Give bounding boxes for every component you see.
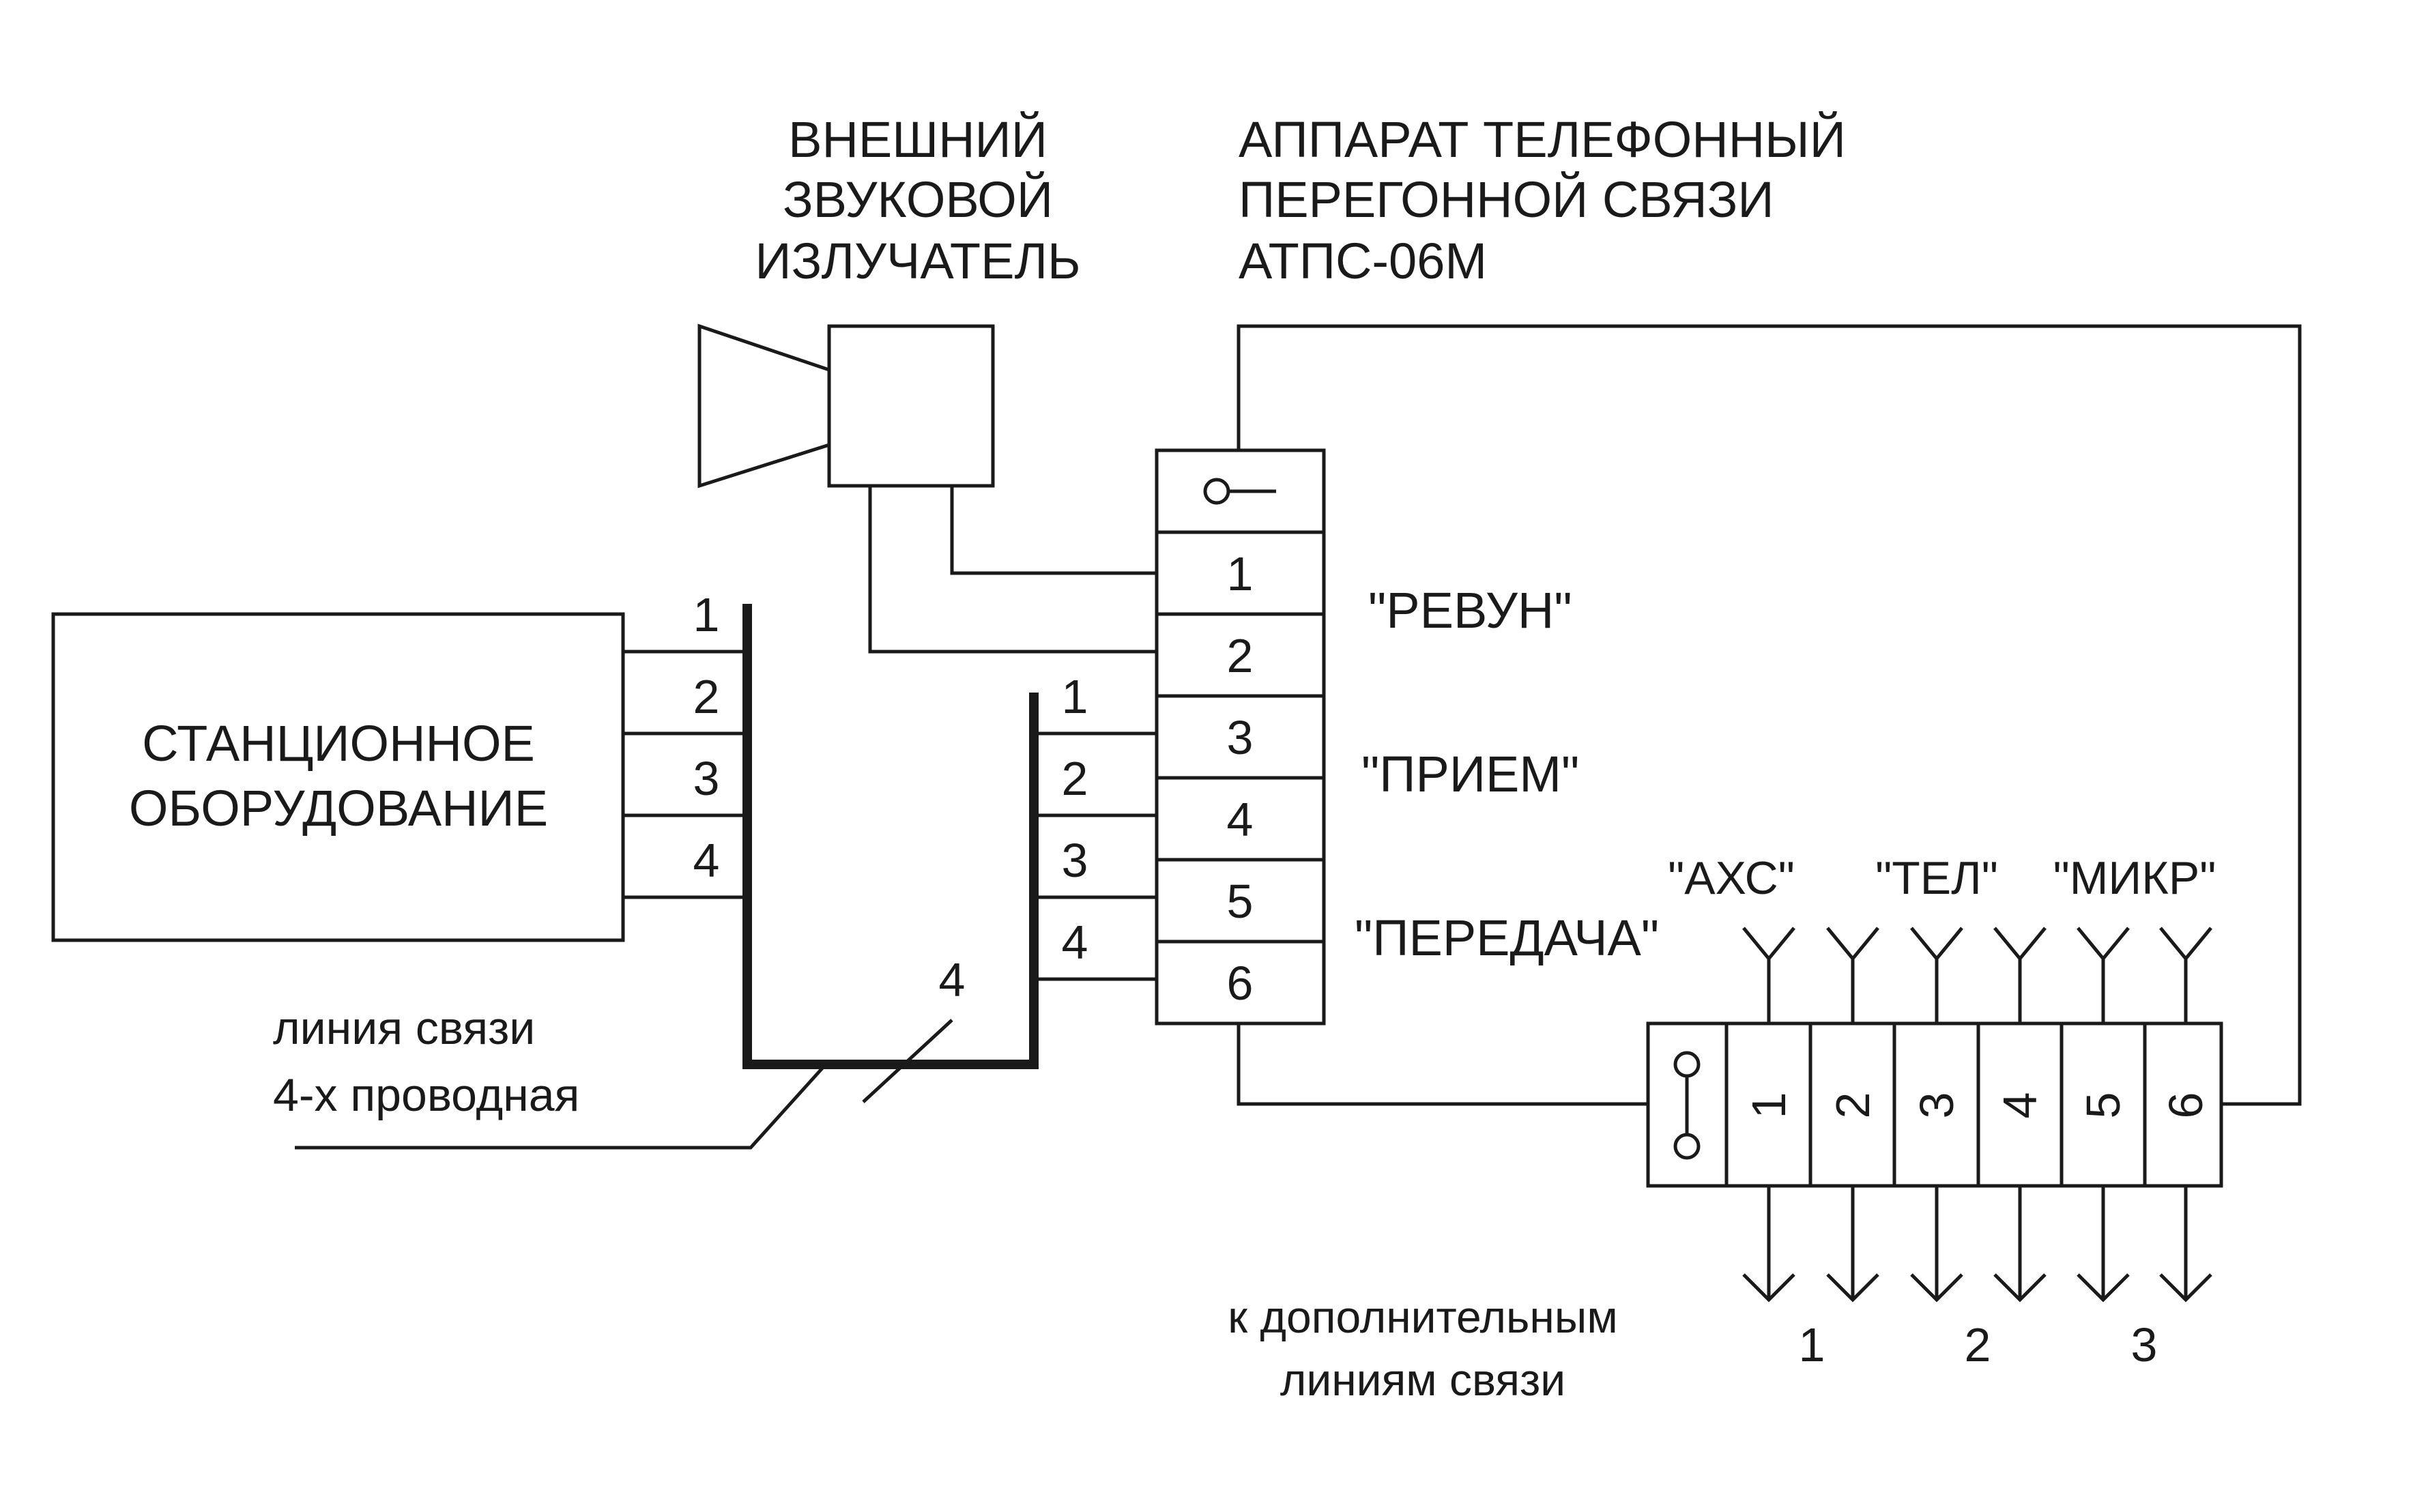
line-caption: линия связи 4-х проводная <box>273 1002 827 1150</box>
cable-bundle: 4 <box>742 604 1039 1103</box>
device-title-line-2: ПЕРЕГОННОЙ СВЯЗИ <box>1239 171 1774 228</box>
line-caption-leader <box>295 1063 827 1150</box>
signal-labels: "РЕВУН" "ПРИЕМ" "ПЕРЕДАЧА" <box>1355 582 1659 966</box>
lower-terminal-number: 4 <box>1993 1092 2047 1119</box>
station-wire-number: 3 <box>693 752 720 805</box>
station-wire-number: 4 <box>693 834 720 887</box>
jack-fork-icon <box>1993 927 2047 1023</box>
emitter-title: ВНЕШНИЙ ЗВУКОВОЙ ИЗЛУЧАТЕЛЬ <box>755 111 1080 289</box>
station-equipment-line-2: ОБОРУДОВАНИЕ <box>129 780 548 837</box>
signal-priem-label: "ПРИЕМ" <box>1361 746 1579 802</box>
extra-line-number: 1 <box>1799 1318 1825 1371</box>
jack-labels: "АХС" "ТЕЛ" "МИКР" <box>1668 852 2216 904</box>
device-title-line-1: АППАРАТ ТЕЛЕФОННЫЙ <box>1239 111 1846 168</box>
device-title-line-3: АТПС-06М <box>1239 233 1487 289</box>
signal-peredacha-label: "ПЕРЕДАЧА" <box>1355 910 1659 966</box>
lower-terminal-number: 6 <box>2159 1092 2212 1119</box>
device-wire-number: 3 <box>1062 834 1088 887</box>
jack-fork-icon <box>2077 927 2130 1023</box>
arrow-down-icon <box>2077 1186 2130 1303</box>
jack-tel-label: "ТЕЛ" <box>1875 852 1998 904</box>
extra-lines-caption: к дополнительным линиям связи 1 2 3 <box>1228 1292 2157 1405</box>
lower-terminal-number: 5 <box>2077 1092 2130 1119</box>
jack-fork-icon <box>1910 927 1963 1023</box>
emitter-title-line-2: ЗВУКОВОЙ <box>783 171 1053 228</box>
bundle-wire-count: 4 <box>939 953 966 1006</box>
jack-fork-icon <box>1742 927 1795 1023</box>
bundle-tick-mark <box>862 1019 953 1103</box>
output-arrows <box>1742 1186 2212 1303</box>
lower-terminal-number: 1 <box>1742 1092 1795 1119</box>
jack-connectors <box>1742 927 2212 1023</box>
jack-fork-icon <box>2159 927 2212 1023</box>
extra-line-number: 2 <box>1965 1318 1991 1371</box>
jack-mikr-label: "МИКР" <box>2053 852 2216 904</box>
sound-emitter-icon <box>697 323 995 489</box>
station-equipment-line-1: СТАНЦИОННОЕ <box>142 715 535 772</box>
station-equipment-box: СТАНЦИОННОЕ ОБОРУДОВАНИЕ <box>51 612 625 942</box>
line-caption-line-2: 4-х проводная <box>273 1069 579 1121</box>
device-terminal-number: 4 <box>1227 793 1254 846</box>
ground-terminal-icon <box>1203 478 1276 505</box>
device-terminal-block: 1 2 3 4 5 6 <box>1155 448 1326 1026</box>
lower-terminal-number: 3 <box>1910 1092 1963 1119</box>
extra-lines-caption-line-1: к дополнительным <box>1228 1292 1617 1342</box>
station-wires: 1 2 3 4 <box>623 588 747 899</box>
connection-loop <box>1237 324 2302 1106</box>
arrow-down-icon <box>1910 1186 1963 1303</box>
device-terminal-number: 6 <box>1227 957 1254 1010</box>
device-terminal-number: 1 <box>1227 547 1254 600</box>
station-wire-number: 1 <box>693 588 720 641</box>
line-caption-line-1: линия связи <box>273 1002 535 1054</box>
arrow-down-icon <box>1742 1186 1795 1303</box>
extra-lines-caption-line-2: линиям связи <box>1280 1354 1565 1405</box>
jack-axc-label: "АХС" <box>1668 852 1795 904</box>
device-terminal-number: 3 <box>1227 711 1254 764</box>
device-terminal-number: 2 <box>1227 629 1254 682</box>
station-wire-number: 2 <box>693 670 720 723</box>
emitter-wires <box>868 486 1157 654</box>
device-wires: 1 2 3 4 <box>1034 670 1157 981</box>
ground-terminal-icon <box>1673 1051 1701 1160</box>
jack-fork-icon <box>1826 927 1879 1023</box>
device-title: АППАРАТ ТЕЛЕФОННЫЙ ПЕРЕГОННОЙ СВЯЗИ АТПС… <box>1239 111 1846 289</box>
device-terminal-number: 5 <box>1227 875 1254 928</box>
device-wire-number: 1 <box>1062 670 1088 723</box>
lower-terminal-number: 2 <box>1826 1092 1879 1119</box>
device-wire-number: 4 <box>1062 916 1088 969</box>
extra-line-number: 3 <box>2131 1318 2158 1371</box>
lower-terminal-block: 1 2 3 4 5 6 <box>1646 1021 2223 1188</box>
signal-revun-label: "РЕВУН" <box>1368 582 1572 639</box>
emitter-title-line-1: ВНЕШНИЙ <box>788 111 1047 168</box>
device-wire-number: 2 <box>1062 752 1088 805</box>
arrow-down-icon <box>1993 1186 2047 1303</box>
emitter-title-line-3: ИЗЛУЧАТЕЛЬ <box>755 233 1080 289</box>
arrow-down-icon <box>2159 1186 2212 1303</box>
arrow-down-icon <box>1826 1186 1879 1303</box>
